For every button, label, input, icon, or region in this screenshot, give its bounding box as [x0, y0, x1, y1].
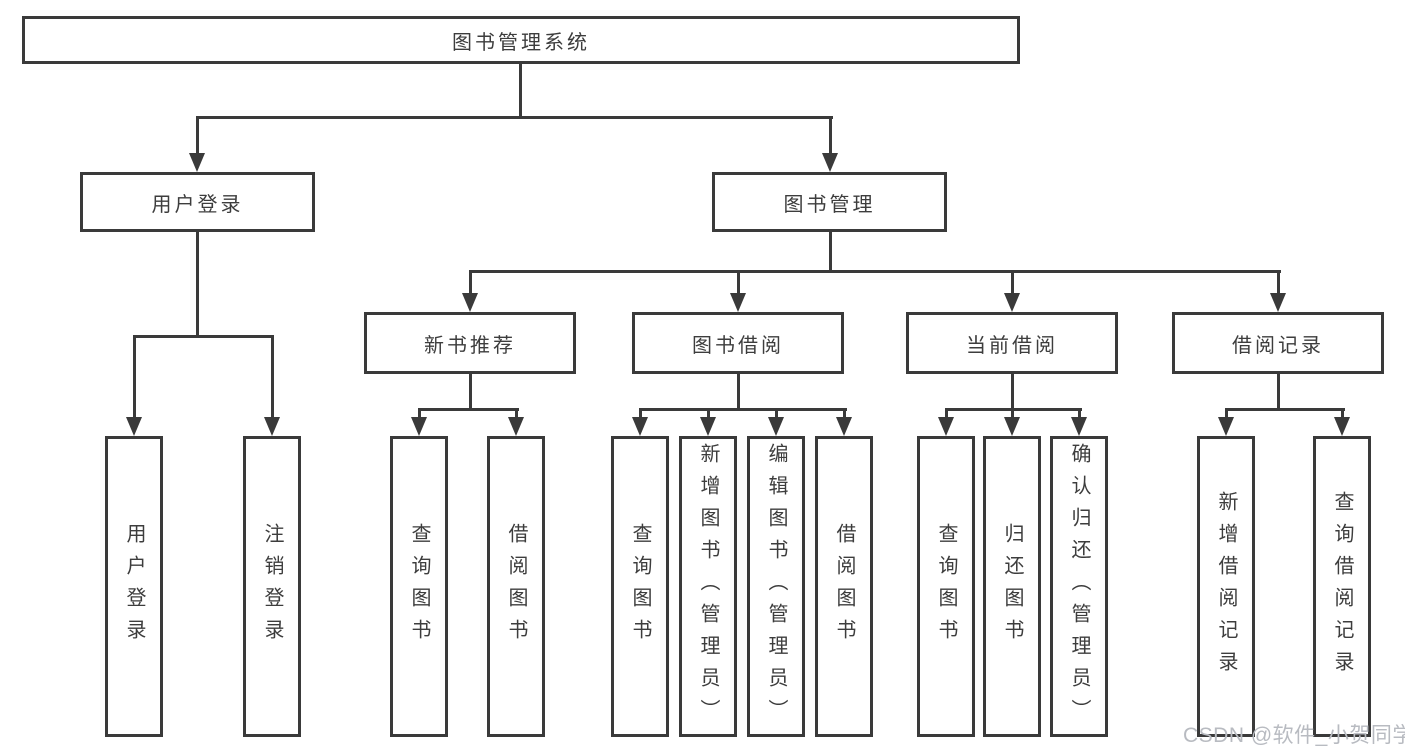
- arrow-down-icon: [730, 293, 746, 312]
- leaf-label: 新增借阅记录: [1215, 490, 1237, 683]
- leaf-borrow-books: 借阅图书: [815, 436, 873, 737]
- csdn-watermark: CSDN @软件_小贺同学: [1183, 724, 1405, 747]
- leaf-label: 归还图书: [1001, 522, 1023, 651]
- connector-line: [1277, 374, 1280, 411]
- arrow-down-icon: [700, 417, 716, 436]
- leaf-query-borrow-record: 查询借阅记录: [1313, 436, 1371, 737]
- connector-line: [271, 337, 274, 419]
- connector-line: [829, 232, 832, 273]
- connector-line: [519, 64, 522, 118]
- connector-line: [737, 272, 740, 295]
- connector-line: [945, 410, 948, 420]
- connector-line: [469, 270, 1281, 273]
- arrow-down-icon: [632, 417, 648, 436]
- connector-line: [707, 410, 710, 420]
- connector-line: [639, 410, 642, 420]
- arrow-down-icon: [1270, 293, 1286, 312]
- connector-line: [945, 408, 1082, 411]
- arrow-down-icon: [1004, 417, 1020, 436]
- leaf-label: 查询图书: [408, 522, 430, 651]
- leaf-borrow-books-recommend: 借阅图书: [487, 436, 545, 737]
- arrow-down-icon: [264, 417, 280, 436]
- leaf-logout: 注销登录: [243, 436, 301, 737]
- connector-line: [196, 118, 199, 155]
- node-book-borrowing: 图书借阅: [632, 312, 844, 374]
- arrow-down-icon: [508, 417, 524, 436]
- leaf-label: 借阅图书: [833, 522, 855, 651]
- connector-line: [133, 337, 136, 419]
- leaf-edit-book-admin: 编辑图书（管理员）: [747, 436, 805, 737]
- leaf-label: 注销登录: [261, 522, 283, 651]
- connector-line: [196, 232, 199, 338]
- leaf-query-books-borrow: 查询图书: [611, 436, 669, 737]
- leaf-add-borrow-record: 新增借阅记录: [1197, 436, 1255, 737]
- node-user-login: 用户登录: [80, 172, 315, 232]
- leaf-user-login: 用户登录: [105, 436, 163, 737]
- node-book-management: 图书管理: [712, 172, 947, 232]
- node-new-book-recommend: 新书推荐: [364, 312, 576, 374]
- connector-line: [775, 410, 778, 420]
- arrow-down-icon: [1004, 293, 1020, 312]
- leaf-label: 查询图书: [629, 522, 651, 651]
- arrow-down-icon: [768, 417, 784, 436]
- connector-line: [418, 408, 519, 411]
- leaf-label: 借阅图书: [505, 522, 527, 651]
- connector-line: [1277, 272, 1280, 295]
- connector-line: [639, 408, 847, 411]
- connector-line: [1011, 410, 1014, 420]
- leaf-query-books-current: 查询图书: [917, 436, 975, 737]
- arrow-down-icon: [1334, 417, 1350, 436]
- leaf-return-books: 归还图书: [983, 436, 1041, 737]
- connector-line: [829, 118, 832, 155]
- connector-line: [1225, 408, 1345, 411]
- leaf-confirm-return-admin: 确认归还（管理员）: [1050, 436, 1108, 737]
- connector-line: [418, 410, 421, 420]
- leaf-add-book-admin: 新增图书（管理员）: [679, 436, 737, 737]
- connector-line: [843, 410, 846, 420]
- node-library-management-system: 图书管理系统: [22, 16, 1020, 64]
- leaf-label: 新增图书（管理员）: [697, 442, 719, 731]
- arrow-down-icon: [462, 293, 478, 312]
- leaf-label: 确认归还（管理员）: [1068, 442, 1090, 731]
- connector-line: [1341, 410, 1344, 420]
- connector-line: [469, 272, 472, 295]
- connector-line: [196, 116, 833, 119]
- leaf-label: 编辑图书（管理员）: [765, 442, 787, 731]
- leaf-label: 查询借阅记录: [1331, 490, 1353, 683]
- connector-line: [737, 374, 740, 411]
- arrow-down-icon: [1071, 417, 1087, 436]
- arrow-down-icon: [1218, 417, 1234, 436]
- arrow-down-icon: [411, 417, 427, 436]
- leaf-query-books-recommend: 查询图书: [390, 436, 448, 737]
- connector-line: [1011, 374, 1014, 411]
- arrow-down-icon: [938, 417, 954, 436]
- leaf-label: 用户登录: [123, 522, 145, 651]
- connector-line: [1225, 410, 1228, 420]
- arrow-down-icon: [822, 153, 838, 172]
- arrow-down-icon: [126, 417, 142, 436]
- arrow-down-icon: [836, 417, 852, 436]
- connector-line: [1011, 272, 1014, 295]
- connector-line: [133, 335, 274, 338]
- leaf-label: 查询图书: [935, 522, 957, 651]
- connector-line: [515, 410, 518, 420]
- connector-line: [469, 374, 472, 411]
- connector-line: [1078, 410, 1081, 420]
- node-current-borrowing: 当前借阅: [906, 312, 1118, 374]
- node-borrowing-records: 借阅记录: [1172, 312, 1384, 374]
- arrow-down-icon: [189, 153, 205, 172]
